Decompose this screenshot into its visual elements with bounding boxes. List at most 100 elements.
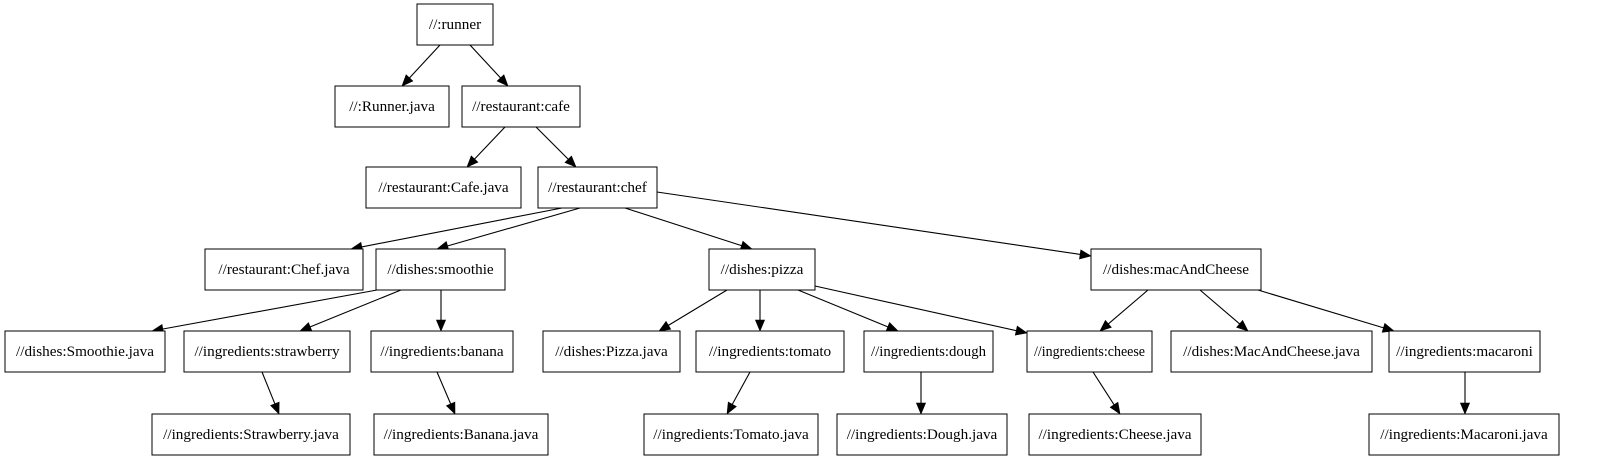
graph-node-smoothie_java[interactable]: //dishes:Smoothie.java [4,330,166,373]
graph-node-banana[interactable]: //ingredients:banana [370,330,514,373]
node-box[interactable] [836,413,1008,456]
arrowhead-icon [1014,325,1028,336]
edge-line [436,371,452,406]
node-label: //ingredients:Strawberry.java [163,426,339,443]
node-label: //dishes:macAndCheese [1103,261,1249,278]
arrowhead-icon [1381,322,1395,333]
graph-node-macandcheese_java[interactable]: //dishes:MacAndCheese.java [1170,330,1373,373]
node-box[interactable] [183,330,351,373]
arrowhead-icon [1099,319,1112,332]
node-label: //ingredients:strawberry [194,343,339,360]
edge-line [1092,371,1116,407]
edge-line [814,285,1019,332]
node-box[interactable] [416,3,494,46]
node-box[interactable] [4,330,166,373]
node-box[interactable] [708,248,816,291]
graph-node-restaurant_chef[interactable]: //restaurant:chef [537,166,658,209]
edge-cheese-to-cheese_java [1092,371,1121,415]
graph-node-cheese_java[interactable]: //ingredients:Cheese.java [1028,413,1202,456]
graph-node-macaroni_java[interactable]: //ingredients:Macaroni.java [1368,413,1560,456]
node-label: //ingredients:Macaroni.java [1380,426,1548,443]
node-label: //restaurant:Cafe.java [378,179,509,196]
node-box[interactable] [375,248,506,291]
edge-line [472,126,506,161]
edge-pizza-to-dough [797,289,899,332]
arrowhead-icon [1109,401,1121,415]
node-box[interactable] [863,330,994,373]
graph-node-runner_java[interactable]: //:Runner.java [334,85,450,128]
graph-node-restaurant_cafe[interactable]: //restaurant:cafe [461,85,581,128]
node-box[interactable] [695,330,845,373]
node-label: //dishes:smoothie [387,261,494,278]
node-box[interactable] [370,330,514,373]
graph-node-macaroni[interactable]: //ingredients:macaroni [1388,330,1541,373]
edge-smoothie-to-strawberry [299,289,402,332]
graph-node-strawberry[interactable]: //ingredients:strawberry [183,330,351,373]
node-box[interactable] [1026,330,1153,373]
node-label: //ingredients:macaroni [1396,343,1533,360]
node-box[interactable] [365,166,522,209]
edge-line [624,207,744,247]
graph-node-tomato_java[interactable]: //ingredients:Tomato.java [643,413,819,456]
node-box[interactable] [1368,413,1560,456]
edge-line [1199,289,1242,326]
edge-banana-to-banana_java [436,371,456,415]
arrowhead-icon [726,401,737,415]
arrowhead-icon [754,319,766,332]
node-label: //ingredients:Cheese.java [1038,426,1191,443]
arrowhead-icon [1236,319,1249,332]
node-label: //ingredients:Banana.java [384,426,539,443]
graph-node-strawberry_java[interactable]: //ingredients:Strawberry.java [151,413,351,456]
edge-line [1257,289,1386,329]
edge-line [407,44,441,80]
node-box[interactable] [1090,248,1262,291]
graph-node-cheese[interactable]: //ingredients:cheese [1026,330,1153,373]
arrowhead-icon [401,74,414,87]
graph-node-pizza[interactable]: //dishes:pizza [708,248,816,291]
edge-macandcheese-to-macandcheese_java [1199,289,1249,332]
graph-node-tomato[interactable]: //ingredients:tomato [695,330,845,373]
node-box[interactable] [373,413,549,456]
node-box[interactable] [1170,330,1373,373]
graph-node-runner[interactable]: //:runner [416,3,494,46]
node-box[interactable] [334,85,450,128]
node-label: //dishes:pizza [721,261,804,278]
edge-line [730,371,751,407]
node-label: //restaurant:chef [548,179,648,196]
node-label: //dishes:Smoothie.java [16,343,154,360]
edge-line [797,289,890,329]
edge-restaurant_chef-to-chef_java [350,207,563,252]
graph-node-chef_java[interactable]: //restaurant:Chef.java [204,248,364,291]
graph-node-dough_java[interactable]: //ingredients:Dough.java [836,413,1008,456]
node-box[interactable] [1028,413,1202,456]
node-box[interactable] [461,85,581,128]
edge-line [469,44,503,80]
edge-smoothie-to-banana [435,290,447,332]
edge-restaurant_cafe-to-restaurant_chef [535,126,577,168]
graph-node-pizza_java[interactable]: //dishes:Pizza.java [542,330,681,373]
node-label: //ingredients:tomato [709,343,832,360]
edge-restaurant_cafe-to-cafe_java [466,126,506,168]
node-box[interactable] [151,413,351,456]
node-box[interactable] [643,413,819,456]
edge-pizza-to-pizza_java [658,289,728,332]
graph-node-banana_java[interactable]: //ingredients:Banana.java [373,413,549,456]
edge-runner-to-runner_java [401,44,441,87]
edge-line [160,289,378,330]
node-box[interactable] [542,330,681,373]
node-label: //ingredients:cheese [1034,343,1145,360]
graph-node-cafe_java[interactable]: //restaurant:Cafe.java [365,166,522,209]
graph-node-smoothie[interactable]: //dishes:smoothie [375,248,506,291]
graph-node-dough[interactable]: //ingredients:dough [863,330,994,373]
graph-node-macandcheese[interactable]: //dishes:macAndCheese [1090,248,1262,291]
node-label: //ingredients:banana [380,343,503,360]
edge-dough-to-dough_java [915,372,927,415]
edge-macandcheese-to-macaroni [1257,289,1395,333]
node-label: //:runner [429,16,481,33]
node-box[interactable] [1388,330,1541,373]
node-box[interactable] [537,166,658,209]
node-box[interactable] [204,248,364,291]
edge-smoothie-to-smoothie_java [151,289,378,334]
